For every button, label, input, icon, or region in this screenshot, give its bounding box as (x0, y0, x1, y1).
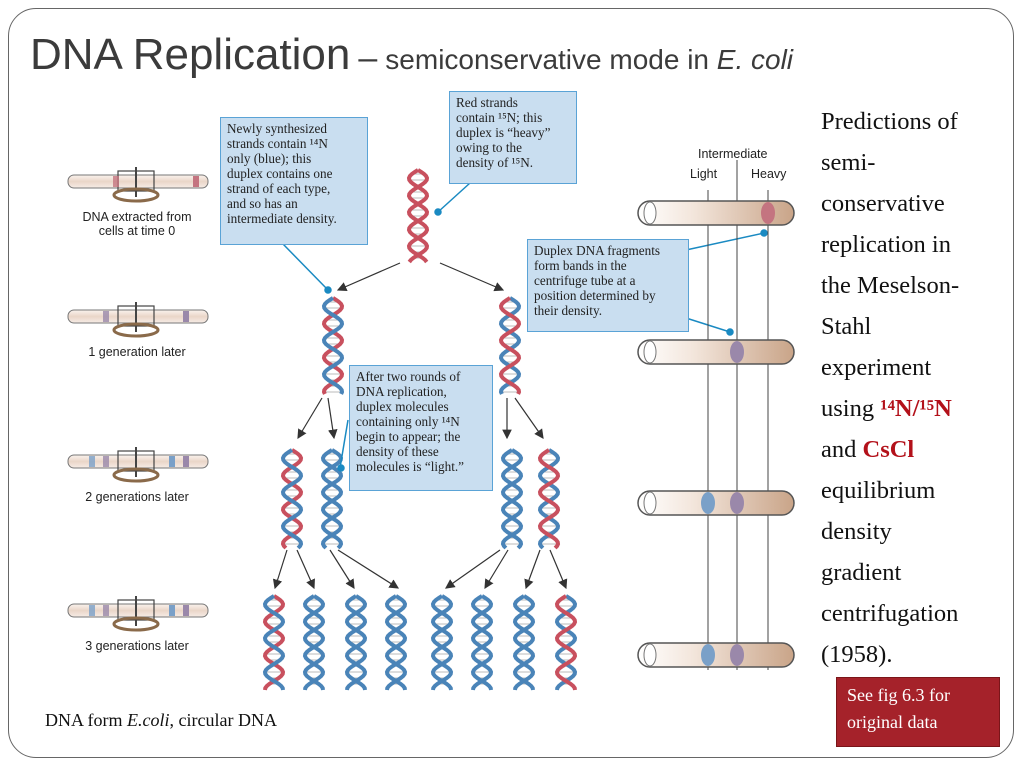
dna-helix (500, 448, 524, 550)
density-band (730, 341, 744, 363)
arrow (524, 549, 541, 590)
title-main: DNA Replication (30, 30, 351, 79)
gradient-tube (637, 642, 795, 668)
light-label: Light (690, 167, 718, 181)
dna-helix (470, 594, 494, 691)
band (169, 605, 175, 616)
band (193, 176, 199, 187)
isotopes-label: ¹⁴N/¹⁵N (880, 395, 952, 422)
title-sub-italic: E. coli (716, 44, 794, 75)
arrows (272, 262, 568, 590)
density-band (730, 644, 744, 666)
arrow (549, 549, 568, 590)
arrow (336, 262, 401, 292)
footer-caption: DNA form E.coli, circular DNA (45, 710, 277, 730)
dna-helix (537, 448, 561, 550)
slide-frame (8, 8, 1014, 758)
arrow (297, 397, 323, 440)
label-time0: DNA extracted from cells at time 0 (82, 210, 192, 238)
arrow (296, 549, 315, 590)
band (169, 456, 175, 467)
dna-helix (321, 296, 345, 395)
title-sub: semiconservative mode in (385, 44, 717, 75)
dna-helix (280, 448, 304, 550)
dna-helix (384, 594, 408, 691)
label-gen2: 2 generations later (85, 490, 189, 504)
gradient-tube (637, 339, 795, 365)
gradient-tube (637, 200, 795, 226)
band (183, 311, 189, 322)
slide-title: DNA Replication–semiconservative mode in… (30, 30, 793, 80)
left-tube-icons (67, 167, 209, 632)
dna-helix (554, 594, 578, 691)
label-gen1: 1 generation later (88, 345, 186, 359)
dna-helix (302, 594, 326, 691)
dna-helix (262, 594, 286, 691)
small-centrifuge-tube (67, 167, 209, 203)
density-band (730, 492, 744, 514)
dna-helices (262, 168, 578, 691)
heavy-label: Heavy (751, 167, 787, 181)
density-band (761, 202, 775, 224)
small-centrifuge-tube (67, 596, 209, 632)
band (183, 456, 189, 467)
density-band (701, 492, 715, 514)
band (183, 605, 189, 616)
cscl-label: CsCl (862, 436, 915, 463)
arrow (445, 549, 501, 589)
small-centrifuge-tube (67, 302, 209, 338)
small-centrifuge-tube (67, 447, 209, 483)
arrow (272, 549, 288, 590)
callout-leaders (282, 182, 768, 472)
dna-helix (320, 448, 344, 550)
predictions-text: Predictions of semi- conservative replic… (821, 108, 960, 668)
dna-helix (430, 594, 454, 691)
intermediate-label: Intermediate (698, 147, 768, 161)
dna-helix (406, 168, 430, 264)
arrow (439, 262, 505, 292)
gradient-tube (637, 490, 795, 516)
see-fig-note: See fig 6.3 for original data (836, 677, 1000, 747)
dna-helix (512, 594, 536, 691)
density-band (701, 644, 715, 666)
dna-helix (344, 594, 368, 691)
title-dash: – (358, 39, 378, 77)
dna-helix (498, 296, 522, 395)
gradient-tubes (637, 160, 795, 670)
label-gen3: 3 generations later (85, 639, 189, 653)
arrow (484, 549, 509, 590)
arrow (327, 397, 338, 440)
arrow (329, 549, 355, 590)
arrow (514, 397, 544, 439)
arrow (337, 549, 400, 589)
